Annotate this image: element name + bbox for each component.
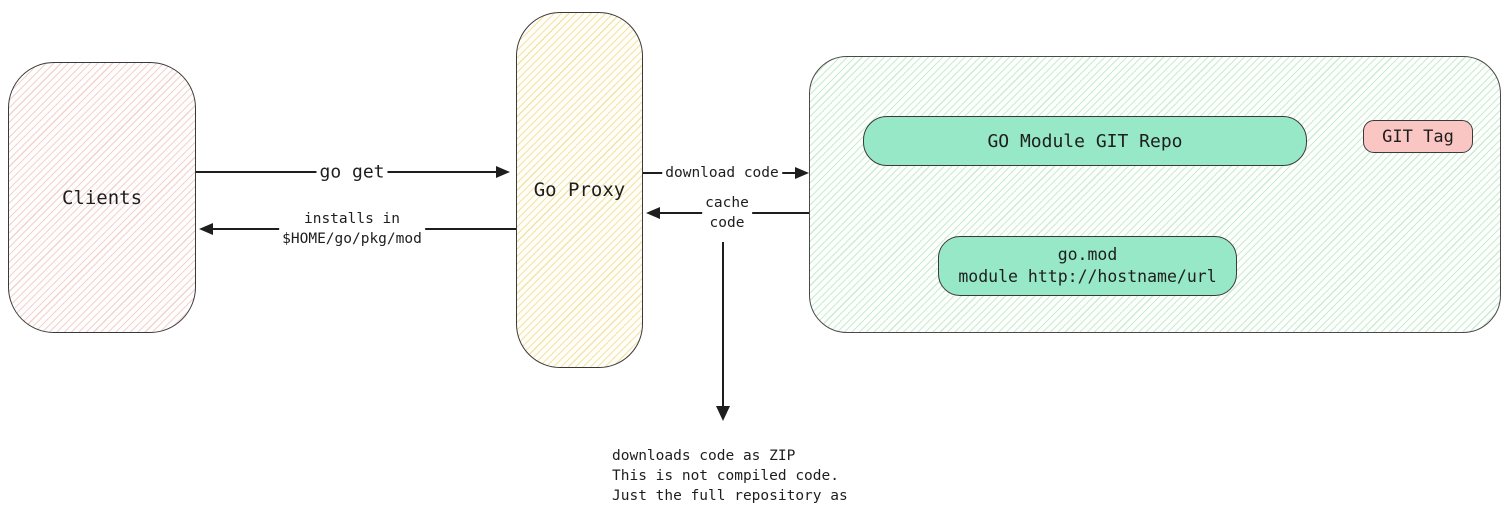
installs-arrowhead-icon — [199, 223, 213, 235]
module-repo-container — [809, 56, 1501, 333]
zip-arrowhead-icon — [716, 406, 730, 421]
git-tag-label: GIT Tag — [1382, 126, 1454, 147]
cache-label-line1: cache — [702, 193, 752, 213]
git-repo-label: GO Module GIT Repo — [987, 130, 1183, 152]
go-get-edge-label: go get — [316, 161, 388, 183]
zip-edge-line — [722, 242, 724, 407]
cache-label-line2: code — [702, 213, 752, 233]
installs-label-line1: installs in — [279, 209, 425, 229]
cache-code-arrowhead-icon — [646, 207, 660, 219]
zip-note-line2: This is not compiled code. — [612, 468, 839, 484]
go-proxy-label: Go Proxy — [533, 179, 626, 201]
go-mod-node: go.mod module http://hostname/url — [938, 236, 1237, 296]
zip-note-line1: downloads code as ZIP — [612, 448, 796, 464]
clients-label: Clients — [61, 186, 143, 209]
go-mod-module-line: module http://hostname/url — [958, 267, 1217, 286]
download-code-arrowhead-icon — [795, 167, 809, 179]
installs-edge-label: installs in $HOME/go/pkg/mod — [279, 209, 425, 249]
go-mod-title: go.mod — [1057, 245, 1118, 264]
zip-note: downloads code as ZIP This is not compil… — [612, 446, 848, 506]
installs-label-line2: $HOME/go/pkg/mod — [279, 229, 425, 249]
go-proxy-node: Go Proxy — [516, 12, 643, 368]
cache-code-edge-label: cache code — [702, 193, 752, 233]
download-code-edge-label: download code — [662, 165, 782, 181]
git-repo-node: GO Module GIT Repo — [863, 116, 1307, 166]
go-get-arrowhead-icon — [496, 166, 510, 178]
git-tag-node: GIT Tag — [1363, 120, 1473, 153]
clients-node: Clients — [8, 62, 196, 333]
zip-note-line3: Just the full repository as — [612, 488, 848, 504]
